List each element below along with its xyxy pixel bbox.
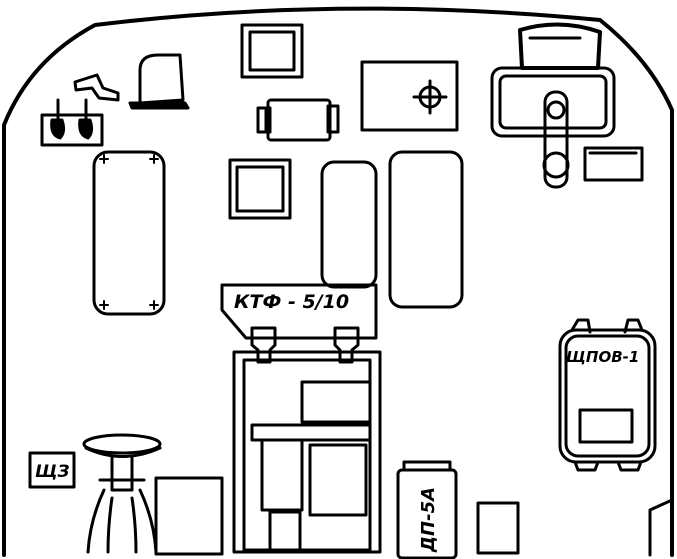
center-square-outer [228, 158, 292, 220]
cylinder-device [256, 98, 340, 142]
small-rect-right [583, 146, 644, 182]
center-square-inner [235, 165, 285, 213]
ktf-cabinet [232, 350, 382, 554]
dp-device: ДП-5А [396, 460, 458, 559]
shchz-plate [28, 451, 76, 489]
ktf-device: КТФ - 5/10 [220, 283, 382, 554]
small-box-bottom [476, 501, 520, 555]
ktf-module-c [260, 438, 304, 512]
tall-plate-left [92, 150, 166, 316]
crosshair-box [360, 60, 459, 132]
switch-plate [40, 113, 104, 147]
ktf-handle-right [333, 326, 360, 364]
shchz-label: ЩЗ [35, 462, 70, 482]
top-square-inner [248, 30, 296, 72]
top-square-outer [240, 23, 304, 79]
screw-icon [99, 154, 159, 310]
shchpov-window [578, 408, 634, 444]
toggle-switch-icon [50, 98, 66, 140]
ktf-label: КТФ - 5/10 [234, 291, 349, 313]
crosshair-icon [412, 79, 448, 115]
dp-label: ДП-5А [418, 487, 439, 553]
shchpov-device: ЩПОВ-1 [558, 318, 657, 472]
switch-group-top-left [40, 73, 120, 147]
top-right-device [490, 22, 616, 189]
toggle-switch-icon [78, 98, 94, 140]
rounded-box-top [138, 53, 185, 105]
ktf-handle-left [250, 326, 277, 364]
small-bracket [73, 73, 120, 102]
rounded-box-base [128, 101, 190, 110]
shchpov-label: ЩПОВ-1 [566, 348, 639, 366]
ktf-module-e [268, 510, 302, 554]
ktf-module-b [250, 423, 372, 442]
ktf-module-a [300, 380, 372, 424]
stool [82, 433, 162, 554]
ktf-cabinet-inner [242, 358, 372, 552]
tall-panel-center [320, 160, 378, 289]
bottom-box [154, 476, 224, 556]
panel-outline [2, 6, 674, 557]
corner-block [648, 498, 674, 557]
ktf-module-d [308, 443, 368, 517]
tall-panel-right [388, 150, 464, 309]
